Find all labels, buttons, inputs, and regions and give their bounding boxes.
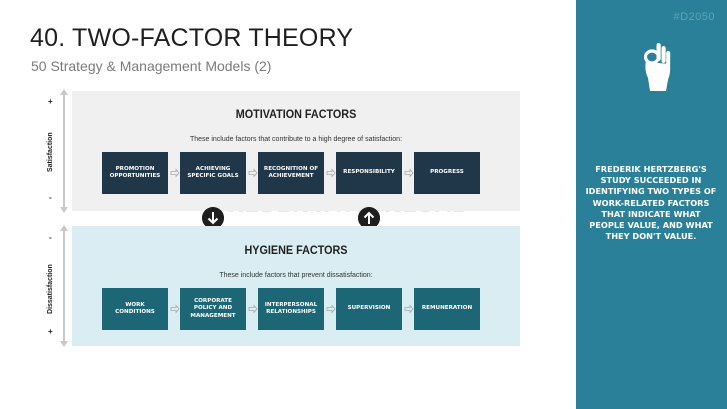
factor-promotion-opportunities: Promotion Opportunities bbox=[102, 152, 168, 194]
chevron-right-icon bbox=[404, 168, 414, 178]
factor-work-conditions: Work Conditions bbox=[102, 288, 168, 330]
satisfaction-axis-line bbox=[63, 92, 65, 210]
factor-responsibility: Responsibility bbox=[336, 152, 402, 194]
factor-interpersonal-relationships: Interpersonal Relationships bbox=[258, 288, 324, 330]
satisfaction-axis-arrow-icon bbox=[60, 89, 68, 213]
hand-ok-icon bbox=[643, 43, 671, 91]
hygiene-factors-panel: HYGIENE FACTORS These include factors th… bbox=[72, 226, 520, 346]
chevron-right-icon bbox=[170, 168, 180, 178]
factor-recognition-of-achievement: Recognition of Achievement bbox=[258, 152, 324, 194]
factor-progress: Progress bbox=[414, 152, 480, 194]
chevron-right-icon bbox=[248, 168, 258, 178]
chevron-right-icon bbox=[404, 304, 414, 314]
motivation-description: These include factors that contribute to… bbox=[189, 136, 403, 143]
arrow-up-icon bbox=[358, 207, 380, 229]
motivation-title: MOTIVATION FACTORS bbox=[235, 107, 357, 121]
page-title: 40. TWO-FACTOR THEORY bbox=[30, 24, 354, 52]
factor-corporate-policy: Corporate Policy and Management bbox=[180, 288, 246, 330]
dissatisfaction-axis-label: Dissatisfaction bbox=[47, 264, 54, 314]
dissatisfaction-axis-arrow-icon bbox=[60, 225, 68, 347]
chevron-right-icon bbox=[326, 168, 336, 178]
chevron-right-icon bbox=[326, 304, 336, 314]
dissatisfaction-minus-sign: - bbox=[49, 233, 52, 242]
page-subtitle: 50 Strategy & Management Models (2) bbox=[31, 58, 272, 74]
satisfaction-plus-sign: + bbox=[48, 97, 53, 106]
dissatisfaction-plus-sign: + bbox=[48, 327, 53, 336]
hygiene-description: These include factors that prevent dissa… bbox=[219, 272, 373, 279]
factor-remuneration: Remuneration bbox=[414, 288, 480, 330]
factor-achieving-specific-goals: Achieving Specific Goals bbox=[180, 152, 246, 194]
factor-supervision: Supervision bbox=[336, 288, 402, 330]
motivation-factors-panel: MOTIVATION FACTORS These include factors… bbox=[72, 91, 520, 211]
hygiene-title: HYGIENE FACTORS bbox=[244, 243, 348, 257]
slide-id-tag: #D2050 bbox=[673, 11, 715, 23]
chevron-right-icon bbox=[248, 304, 258, 314]
arrow-down-icon bbox=[202, 207, 224, 229]
dissatisfaction-axis-line bbox=[63, 228, 65, 344]
satisfaction-axis-label: Satisfaction bbox=[47, 132, 54, 172]
chevron-right-icon bbox=[170, 304, 180, 314]
sidebar-quote: Frederik Hertzberg's study succeeded in … bbox=[585, 164, 717, 242]
satisfaction-minus-sign: - bbox=[49, 193, 52, 202]
